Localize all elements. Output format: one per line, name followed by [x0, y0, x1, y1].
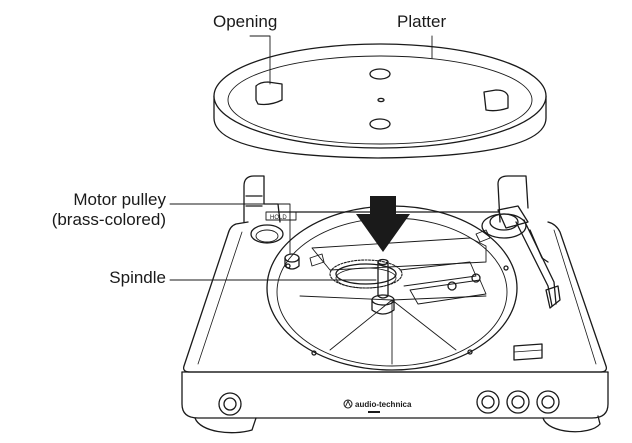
leader-lines	[169, 35, 433, 281]
svg-text:audio-technica: audio-technica	[355, 400, 412, 409]
opening-label: Opening	[213, 12, 278, 31]
leader-motor-pulley	[169, 203, 291, 255]
spindle-label: Spindle	[109, 268, 166, 287]
accessory-well	[250, 224, 284, 244]
front-knob-2	[506, 390, 530, 414]
spindle	[371, 258, 395, 315]
drive-mechanism	[309, 237, 487, 305]
motor-pulley-label-line2: (brass-colored)	[51, 210, 166, 229]
motor-pulley-label: Motor pulley (brass-colored)	[52, 190, 166, 230]
turntable-base	[181, 221, 609, 434]
motor-pulley-label-line1: Motor pulley	[73, 190, 166, 209]
tonearm	[475, 205, 561, 309]
front-knob-left	[218, 392, 242, 416]
brand-logo: audio-technica	[343, 399, 412, 413]
motor-pulley	[284, 253, 300, 270]
platter	[213, 43, 547, 159]
platter-opening-right	[483, 89, 509, 112]
leader-opening	[249, 35, 271, 85]
down-arrow	[356, 196, 410, 252]
front-knob-3	[536, 390, 560, 414]
front-knob-1	[476, 390, 500, 414]
speed-lever	[513, 343, 543, 361]
svg-text:HOLD: HOLD	[270, 215, 287, 221]
platter-label: Platter	[397, 12, 447, 31]
platter-opening-left	[255, 81, 283, 106]
